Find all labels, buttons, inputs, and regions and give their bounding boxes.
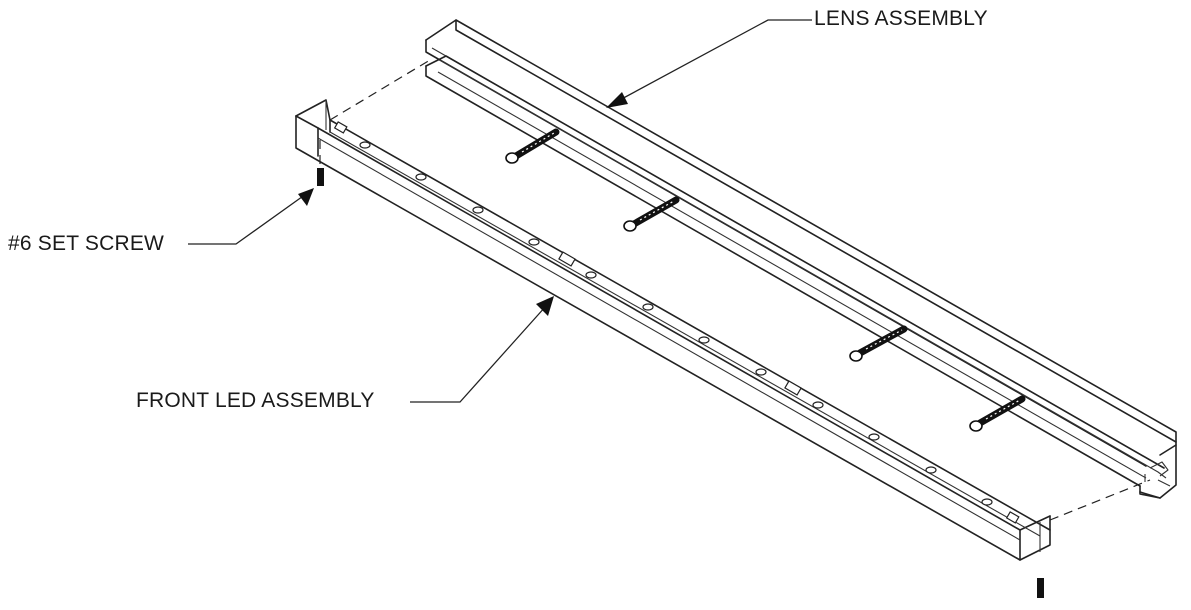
board-clip-4 — [1005, 511, 1020, 524]
lens-assembly-label: LENS ASSEMBLY — [814, 7, 988, 30]
mounting-screw-4 — [969, 395, 1026, 432]
hole-5 — [585, 271, 597, 279]
hole-6 — [642, 303, 654, 311]
mounting-screw-1 — [505, 128, 560, 164]
mounting-screw-2 — [623, 196, 680, 232]
hole-7 — [698, 336, 710, 344]
mounting-screw-3 — [849, 325, 908, 362]
led-board-holes — [333, 121, 1020, 524]
hole-12 — [981, 498, 993, 506]
hole-1 — [359, 141, 371, 149]
set-screws — [317, 168, 1044, 598]
board-clip-1 — [333, 121, 348, 134]
hole-9 — [812, 401, 824, 409]
lens-assembly-part — [425, 19, 1177, 499]
hole-8 — [755, 368, 767, 376]
hole-3 — [472, 206, 484, 214]
alignment-lines — [319, 59, 1151, 521]
board-clip-3 — [784, 380, 802, 396]
hole-4 — [528, 238, 540, 246]
set-screw-label: #6 SET SCREW — [8, 232, 165, 255]
hole-2 — [415, 173, 427, 181]
hole-10 — [868, 433, 880, 441]
mounting-screws — [505, 128, 1026, 432]
front-led-assembly-part — [295, 99, 1051, 561]
leader-set-screw — [188, 188, 314, 245]
leader-front-led-assembly — [410, 296, 554, 403]
set-screw-left — [317, 168, 324, 186]
board-clip-2 — [558, 251, 576, 267]
hole-11 — [925, 466, 937, 474]
leader-lens-assembly — [606, 19, 812, 108]
front-led-assembly-label: FRONT LED ASSEMBLY — [136, 389, 375, 412]
set-screw-right — [1037, 578, 1044, 598]
